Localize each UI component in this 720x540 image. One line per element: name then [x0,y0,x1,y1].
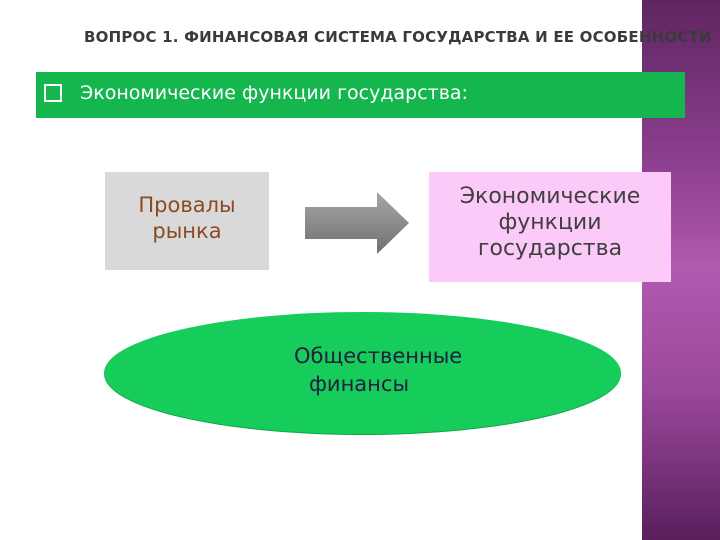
market-failures-line1: Провалы [138,193,236,217]
market-failures-box: Провалы рынка [105,172,269,270]
slide-title: ВОПРОС 1. ФИНАНСОВАЯ СИСТЕМА ГОСУДАРСТВА… [84,28,712,46]
market-failures-line2: рынка [152,219,222,243]
state-functions-line2: функции [498,210,602,235]
right-arrow-icon [305,192,409,254]
heading-bar-text: Экономические функции государства: [80,82,468,104]
public-finance-line2: финансы [308,372,410,396]
public-finance-ellipse: Общественные финансы [104,312,621,434]
heading-bar: Экономические функции государства: [36,72,685,118]
state-functions-line1: Экономические [459,184,641,209]
checkbox-square-icon [44,84,62,102]
public-finance-label: Общественные финансы [294,342,463,398]
state-economic-functions-box: Экономические функции государства [429,172,671,282]
public-finance-line1: Общественные [294,344,463,368]
state-functions-line3: государства [477,236,623,261]
